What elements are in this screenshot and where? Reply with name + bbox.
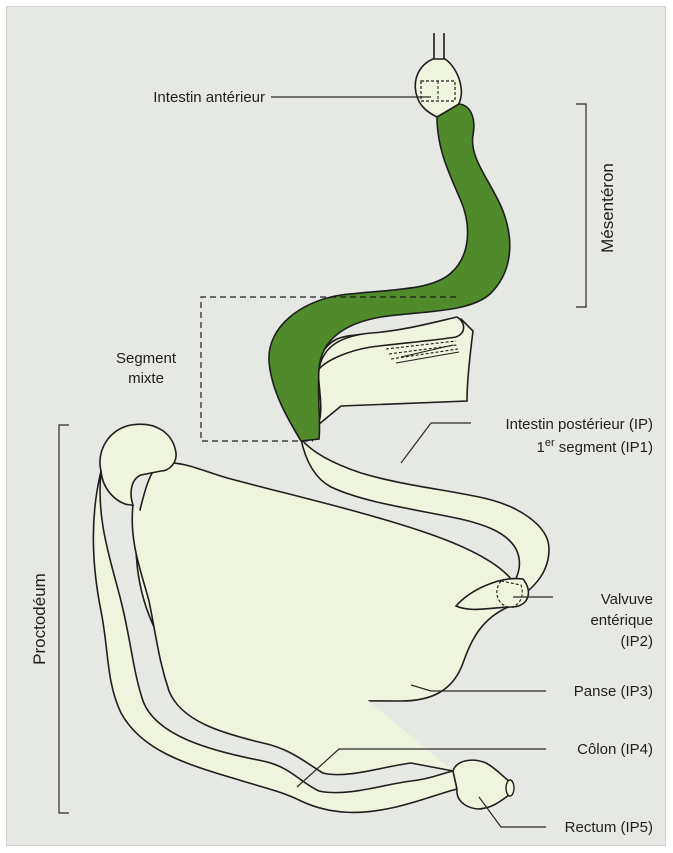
label-ip-line2-prefix: 1: [537, 439, 545, 456]
label-ip-line2-suffix: segment (IP1): [555, 439, 653, 456]
label-panse: Panse (IP3): [574, 683, 653, 700]
label-ip-line1: Intestin postérieur (IP): [505, 416, 653, 433]
leader-ip1: [401, 423, 471, 463]
mesenteron-bracket: [576, 104, 586, 307]
label-ip-line2: 1er segment (IP1): [537, 437, 654, 456]
label-proctodeum: Proctodéum: [30, 573, 49, 665]
rectum-opening: [506, 780, 514, 796]
label-mesenteron: Mésentéron: [598, 163, 617, 253]
label-valvuve-1: Valvuve: [601, 591, 653, 608]
foregut-tube: [434, 33, 444, 59]
label-segment-mixte-1: Segment: [116, 350, 177, 367]
label-valvuve-2: entérique: [590, 612, 653, 629]
proctodeum-bracket: [59, 425, 69, 813]
label-intestin-anterieur: Intestin antérieur: [153, 89, 265, 106]
diagram-frame: Intestin antérieur Mésentéron Segment mi…: [6, 6, 666, 846]
termite-gut-diagram: Intestin antérieur Mésentéron Segment mi…: [7, 7, 665, 845]
label-valvuve-3: (IP2): [620, 633, 653, 650]
rectum: [453, 760, 509, 809]
label-ip-line2-sup: er: [545, 437, 555, 449]
label-segment-mixte-2: mixte: [128, 370, 164, 387]
label-rectum: Rectum (IP5): [565, 819, 653, 836]
label-colon: Côlon (IP4): [577, 741, 653, 758]
